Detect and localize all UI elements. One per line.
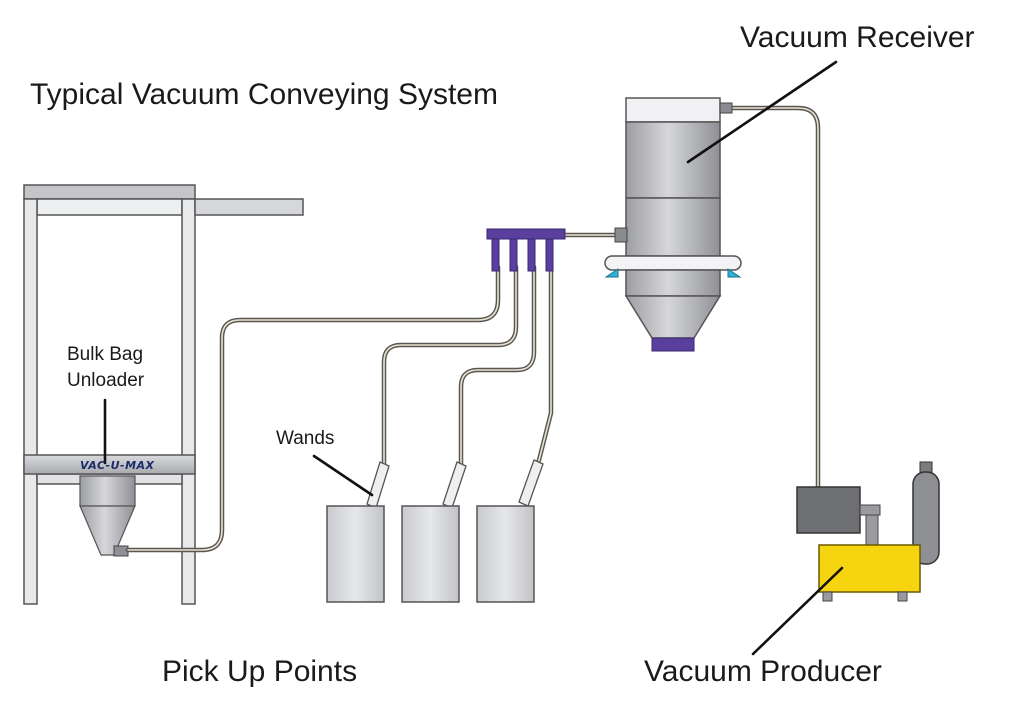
mount-bracket-right bbox=[727, 268, 742, 278]
vacuum-receiver bbox=[604, 97, 742, 352]
leader-vacuum-receiver bbox=[686, 60, 838, 164]
leader-vacuum-producer bbox=[751, 566, 844, 656]
manifold-bar bbox=[486, 228, 566, 240]
hopper-top bbox=[79, 475, 136, 507]
frame-left-post bbox=[23, 198, 38, 605]
label-bulk-bag-line2: Unloader bbox=[67, 370, 145, 391]
label-vacuum-producer: Vacuum Producer bbox=[644, 655, 882, 688]
frame-top-beam bbox=[23, 184, 196, 200]
producer-pipe bbox=[859, 504, 881, 516]
brand-plate-text: VAC-U-MAX bbox=[80, 459, 155, 472]
pick-up-points bbox=[326, 459, 544, 603]
vacuum-producer bbox=[796, 461, 940, 602]
container-1 bbox=[326, 505, 385, 603]
mount-bracket-left bbox=[604, 268, 619, 278]
manifold-drop-2 bbox=[509, 238, 518, 272]
leader-wands bbox=[312, 454, 374, 497]
receiver-cone bbox=[624, 295, 722, 339]
hose-receiver-producer bbox=[729, 105, 821, 490]
manifold bbox=[486, 228, 566, 272]
frame-arm bbox=[194, 198, 304, 216]
hopper-outlet bbox=[113, 545, 129, 557]
label-pick-up-points: Pick Up Points bbox=[162, 655, 358, 688]
producer-filter-box bbox=[796, 486, 861, 534]
producer-riser bbox=[865, 514, 879, 546]
manifold-drop-3 bbox=[527, 238, 536, 272]
wand-1 bbox=[366, 461, 390, 509]
bulk-bag-unloader bbox=[23, 184, 304, 605]
brand-plate bbox=[23, 454, 196, 475]
frame-top-beam-inner bbox=[36, 198, 183, 216]
receiver-mount-ring bbox=[604, 255, 742, 271]
producer-blower bbox=[818, 544, 921, 593]
producer-foot-right bbox=[897, 591, 908, 602]
receiver-cone-band bbox=[625, 269, 721, 297]
receiver-filter-lid bbox=[625, 97, 721, 123]
hose-wand-3 bbox=[535, 264, 554, 467]
receiver-discharge-valve bbox=[651, 337, 695, 352]
label-bulk-bag-line1: Bulk Bag bbox=[67, 344, 144, 365]
label-wands: Wands bbox=[276, 428, 335, 449]
leader-lines bbox=[103, 60, 844, 656]
diagram-title: Typical Vacuum Conveying System bbox=[30, 78, 498, 111]
wand-3 bbox=[518, 459, 544, 507]
receiver-vacuum-port bbox=[719, 102, 733, 114]
receiver-upper-body bbox=[625, 121, 721, 199]
frame-right-post bbox=[181, 198, 196, 605]
container-3 bbox=[476, 505, 535, 603]
producer-foot-left bbox=[822, 591, 833, 602]
receiver-lower-body bbox=[625, 197, 721, 257]
wand-2 bbox=[442, 461, 467, 509]
label-vacuum-receiver: Vacuum Receiver bbox=[740, 21, 975, 54]
manifold-drop-1 bbox=[491, 238, 500, 272]
receiver-inlet-port bbox=[614, 227, 628, 243]
producer-silencer bbox=[912, 471, 940, 565]
container-2 bbox=[401, 505, 460, 603]
manifold-drop-4 bbox=[545, 238, 554, 272]
